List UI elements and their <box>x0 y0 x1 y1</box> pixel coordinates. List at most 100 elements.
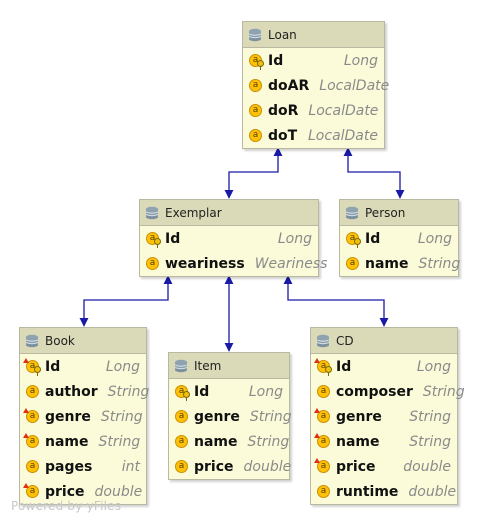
field-name: doT <box>268 127 298 144</box>
field-row[interactable]: a Id Long <box>340 226 458 251</box>
entity-header: Book <box>20 328 146 354</box>
field-name: name <box>336 433 380 450</box>
field-type: double <box>243 458 292 475</box>
database-table-icon <box>315 333 331 349</box>
entity-item[interactable]: Item a Id Long a genre String a name Str… <box>168 352 292 480</box>
field-icon: a <box>146 257 159 270</box>
entity-title: Person <box>365 205 406 220</box>
field-row[interactable]: a price double <box>311 454 457 479</box>
field-name: weariness <box>165 255 245 272</box>
field-name: pages <box>45 458 93 475</box>
primary-key-field-icon: a <box>346 232 361 248</box>
field-type: double <box>94 483 143 500</box>
field-row[interactable]: a name String <box>169 429 289 454</box>
field-name: name <box>365 255 409 272</box>
entity-person[interactable]: Person a Id Long a name String <box>339 199 460 277</box>
entity-title: Book <box>45 333 75 348</box>
field-type: int <box>121 458 140 475</box>
field-icon: a <box>26 460 39 473</box>
entity-header: Item <box>169 353 289 379</box>
field-name: doR <box>268 102 299 119</box>
field-name: price <box>336 458 376 475</box>
entity-book[interactable]: Book a Id Long a author String a genre S… <box>19 327 149 505</box>
field-type: String <box>249 408 292 425</box>
field-name: Id <box>336 358 352 375</box>
field-name: composer <box>336 383 413 400</box>
field-icon: a <box>249 129 262 142</box>
field-name: name <box>194 433 238 450</box>
entity-header: Person <box>340 200 458 226</box>
field-type: Long <box>417 230 452 247</box>
field-name: Id <box>45 358 61 375</box>
field-row[interactable]: a composer String <box>311 379 465 404</box>
field-row[interactable]: a doT LocalDate <box>243 123 384 148</box>
field-row[interactable]: a name String <box>20 429 146 454</box>
field-name: name <box>45 433 89 450</box>
field-type: LocalDate <box>308 102 379 119</box>
field-type: Weariness <box>254 255 328 272</box>
field-type: String <box>100 408 143 425</box>
field-row[interactable]: a runtime double <box>311 479 457 504</box>
edge-exemplar-book <box>79 275 173 327</box>
field-type: Long <box>105 358 140 375</box>
field-row[interactable]: a doR LocalDate <box>243 98 384 123</box>
inherited-primary-key-field-icon: a <box>23 358 41 376</box>
database-table-icon <box>144 205 160 221</box>
primary-key-field-icon: a <box>175 385 190 401</box>
field-row[interactable]: a Id Long <box>243 48 384 73</box>
inherited-field-icon: a <box>23 483 39 498</box>
field-row[interactable]: a price double <box>169 454 292 479</box>
field-row[interactable]: a Id Long <box>169 379 289 404</box>
entity-loan[interactable]: Loan a Id Long a doAR LocalDate a doR Lo… <box>242 21 389 149</box>
field-row[interactable]: a name String <box>311 429 457 454</box>
field-icon: a <box>26 385 39 398</box>
field-icon: a <box>175 460 188 473</box>
primary-key-field-icon: a <box>249 54 264 70</box>
field-type: String <box>98 433 141 450</box>
field-type: LocalDate <box>319 77 390 94</box>
field-row[interactable]: a weariness Weariness <box>140 251 327 276</box>
database-table-icon <box>247 27 263 43</box>
field-name: price <box>194 458 234 475</box>
field-icon: a <box>175 410 188 423</box>
field-type: String <box>247 433 290 450</box>
field-row[interactable]: a genre String <box>169 404 292 429</box>
field-row[interactable]: a genre String <box>311 404 457 429</box>
field-icon: a <box>249 79 262 92</box>
field-row[interactable]: a doAR LocalDate <box>243 73 389 98</box>
database-table-icon <box>173 358 189 374</box>
field-row[interactable]: a price double <box>20 479 146 504</box>
field-name: genre <box>45 408 91 425</box>
field-name: Id <box>194 383 210 400</box>
field-type: Long <box>343 52 378 69</box>
entity-cd[interactable]: CD a Id Long a composer String a genre S… <box>310 327 465 505</box>
field-row[interactable]: a Id Long <box>311 354 457 379</box>
field-type: String <box>409 408 451 425</box>
field-row[interactable]: a Id Long <box>140 226 318 251</box>
inherited-field-icon: a <box>23 433 39 448</box>
field-icon: a <box>175 435 188 448</box>
field-row[interactable]: a author String <box>20 379 149 404</box>
field-icon: a <box>317 385 330 398</box>
edge-loan-exemplar <box>224 147 283 199</box>
database-table-icon <box>24 333 40 349</box>
field-name: runtime <box>336 483 399 500</box>
field-row[interactable]: a pages int <box>20 454 146 479</box>
inherited-field-icon: a <box>314 433 330 448</box>
entity-exemplar[interactable]: Exemplar a Id Long a weariness Weariness <box>139 199 327 277</box>
inherited-field-icon: a <box>314 458 330 473</box>
inherited-field-icon: a <box>314 408 330 423</box>
primary-key-field-icon: a <box>146 232 161 248</box>
field-name: author <box>45 383 98 400</box>
field-row[interactable]: a Id Long <box>20 354 146 379</box>
field-row[interactable]: a name String <box>340 251 460 276</box>
field-row[interactable]: a genre String <box>20 404 146 429</box>
entity-title: Item <box>194 358 222 373</box>
field-name: Id <box>365 230 381 247</box>
edge-exemplar-cd <box>283 275 389 327</box>
entity-header: Loan <box>243 22 384 48</box>
inherited-primary-key-field-icon: a <box>314 358 332 376</box>
database-table-icon <box>344 205 360 221</box>
field-type: LocalDate <box>308 127 378 144</box>
